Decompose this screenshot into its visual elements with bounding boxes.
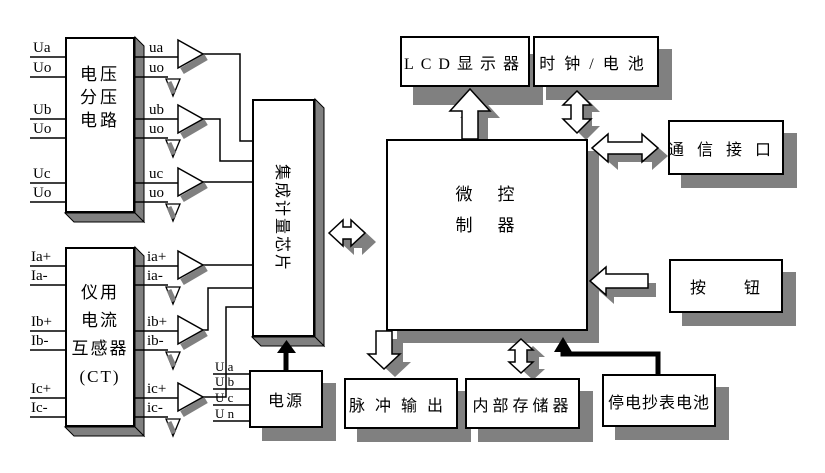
current-input-label: Ia- (31, 268, 48, 284)
power-input-label: U a (215, 359, 234, 374)
voltage-output-label: uc (149, 166, 164, 182)
internal-memory-label: 内部存储器 (472, 397, 573, 415)
ct-label-line: 仪用 (81, 283, 119, 302)
power-input-label: U b (215, 374, 235, 389)
current-input-label: Ic- (31, 400, 48, 416)
ct-label-line: 电流 (81, 311, 119, 330)
arrow-mcu-clock-bidir (561, 89, 593, 135)
current-output-label: ic+ (147, 381, 167, 397)
voltage-input-label: Uo (33, 60, 52, 76)
voltage-output-label: uo (149, 185, 164, 201)
arrow-chip-mcu-bidir (327, 218, 367, 248)
metering-chip-label: 集成计量芯片 (272, 163, 290, 272)
clock-battery-label: 时钟/电池 (539, 55, 653, 73)
signal-lines (30, 56, 249, 422)
block-outage-meter-battery: 停电抄表电池 (602, 374, 716, 427)
voltage-input-label: Uo (33, 121, 52, 137)
power-supply-label: 电源 (267, 393, 304, 410)
amplifier-symbols (178, 40, 206, 414)
comm-interface-label: 通信接口 (668, 141, 785, 159)
power-input-label: U n (215, 406, 235, 421)
power-input-label: U c (215, 390, 234, 405)
current-output-label: ib- (147, 333, 164, 349)
voltage-output-label: uo (149, 121, 164, 137)
block-pulse-output: 脉冲输出 (344, 378, 458, 429)
ct-label-line: (CT) (79, 367, 121, 386)
voltage-input-label: Ua (33, 40, 51, 56)
block-metering-chip: 集成计量芯片 (252, 99, 315, 337)
voltage-input-label: Ub (33, 102, 52, 118)
current-input-label: Ib+ (31, 314, 52, 330)
block-button: 按 钮 (669, 259, 783, 313)
voltage-output-label: ub (149, 102, 164, 118)
voltage-output-label: ua (149, 40, 164, 56)
block-clock-battery: 时钟/电池 (533, 36, 659, 87)
outage-meter-battery-label: 停电抄表电池 (607, 394, 710, 412)
current-input-label: Ic+ (31, 381, 52, 397)
amp-to-chip-lines (203, 53, 252, 398)
voltage-input-label: Uc (33, 166, 51, 182)
pulse-output-label: 脉冲输出 (348, 397, 453, 415)
ct-label-line: 互感器 (71, 339, 129, 358)
arrow-button-to-mcu (588, 265, 649, 297)
current-output-label: ia+ (147, 249, 167, 265)
voltage-output-label: uo (149, 60, 164, 76)
voltage-input-label: Uo (33, 185, 52, 201)
arrow-mcu-comm-bidir (590, 132, 660, 164)
block-comm-interface: 通信接口 (668, 120, 784, 175)
block-microcontroller: 微 控 制 器 (386, 139, 588, 331)
button-label: 按 钮 (689, 280, 762, 297)
box-3d-faces (63, 35, 326, 438)
black-arrows (277, 337, 661, 374)
arrow-mcu-to-pulse (366, 330, 402, 371)
arrow-mcu-memory-bidir (507, 337, 535, 375)
microcontroller-label-line: 微 控 (455, 185, 519, 204)
block-voltage-divider: 电压 分压 电路 (65, 37, 135, 213)
block-arrows (327, 87, 660, 375)
block-power-supply: 电源 (249, 370, 323, 428)
block-internal-memory: 内部存储器 (465, 378, 580, 429)
current-output-label: ic- (147, 400, 163, 416)
voltage-divider-label-line: 分压 (80, 88, 120, 107)
voltage-divider-label-line: 电路 (80, 111, 120, 130)
current-input-label: Ia+ (31, 249, 52, 265)
current-output-label: ia- (147, 268, 163, 284)
microcontroller-label-line: 制 器 (455, 216, 519, 235)
block-lcd-display: LCD显示器 (400, 36, 530, 87)
lcd-display-label: LCD显示器 (403, 55, 526, 73)
block-current-transformer: 仪用 电流 互感器 (CT) (65, 247, 135, 427)
current-output-label: ib+ (147, 314, 168, 330)
arrow-mcu-to-lcd (448, 87, 492, 140)
current-input-label: Ib- (31, 333, 49, 349)
voltage-divider-label-line: 电压 (80, 65, 120, 84)
